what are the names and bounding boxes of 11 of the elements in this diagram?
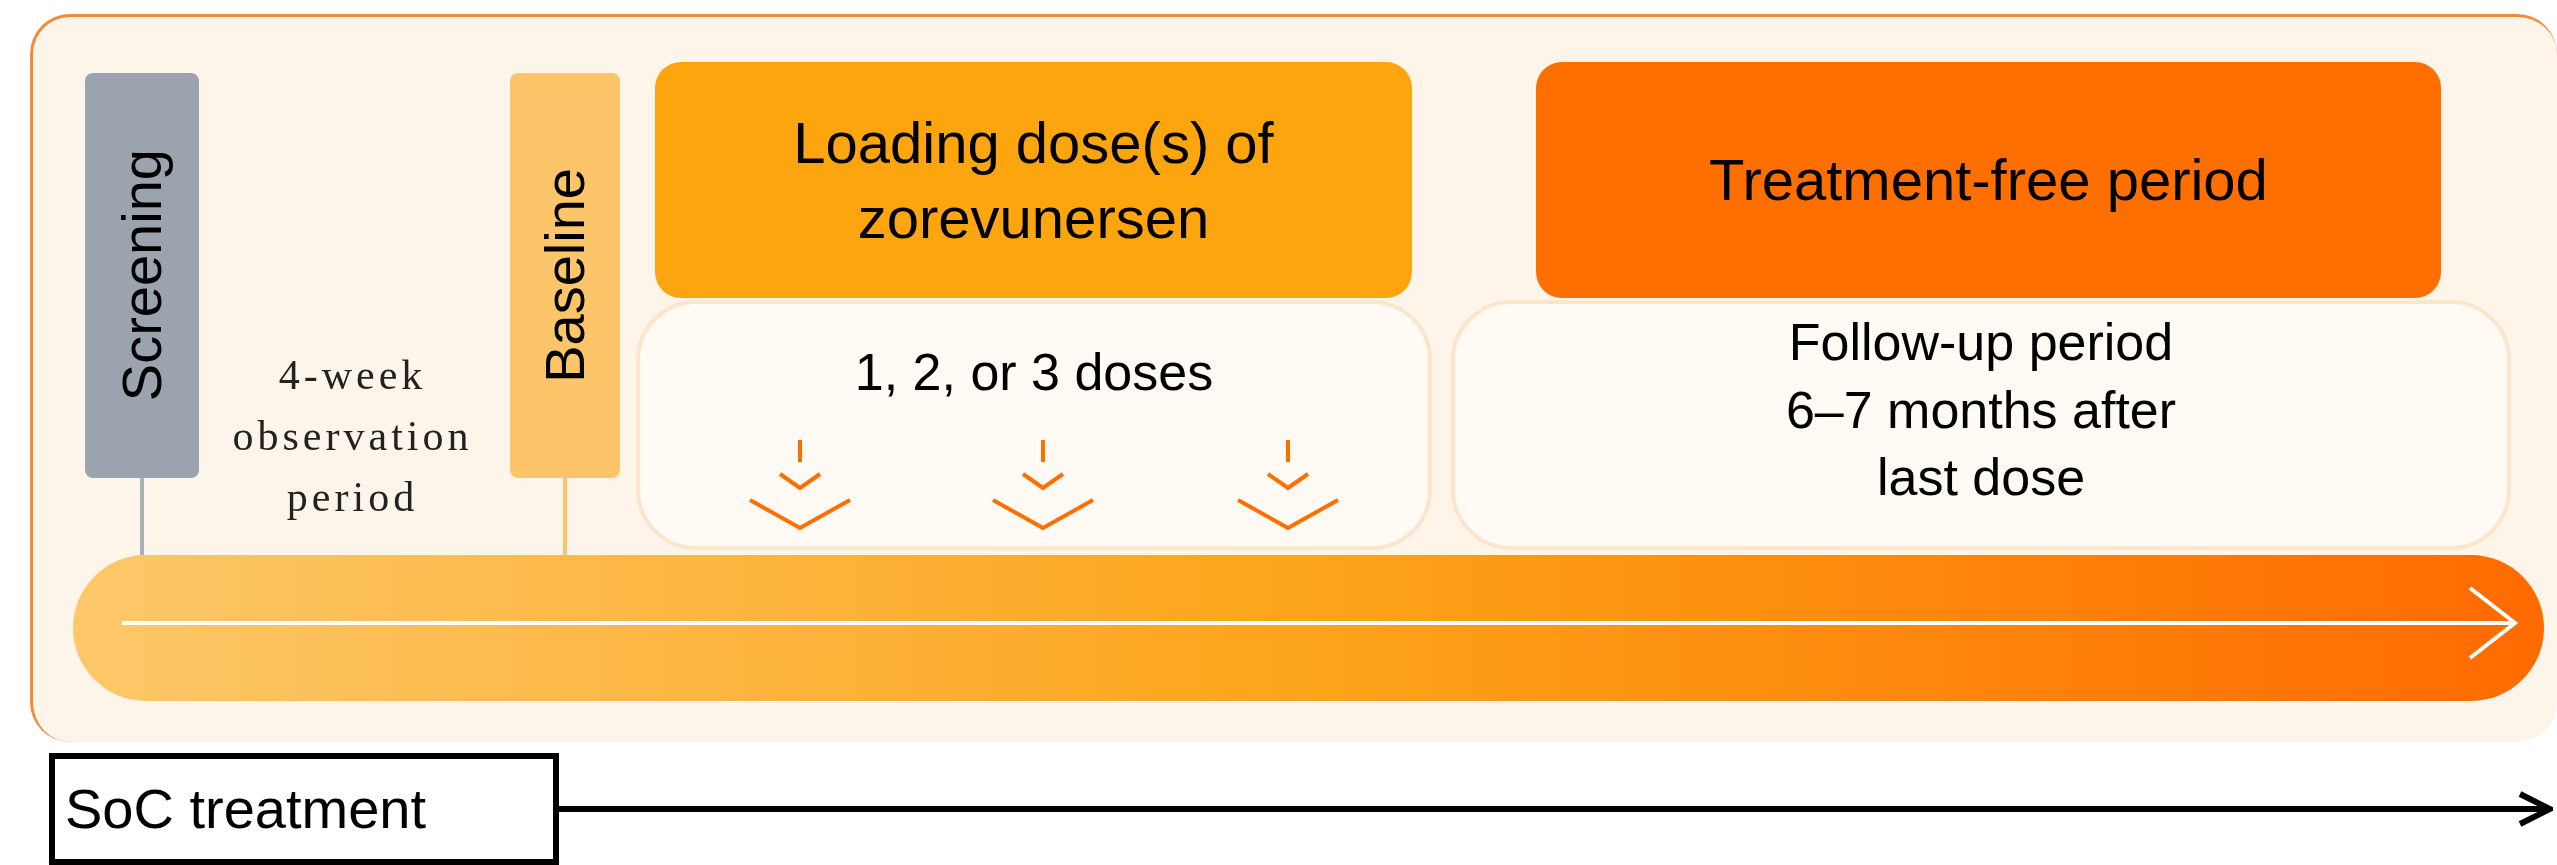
phase-label-box: Baseline bbox=[510, 73, 620, 478]
connector-line bbox=[140, 478, 144, 555]
phase-header-box: Treatment-free period bbox=[1536, 62, 2441, 298]
period-panel: 1, 2, or 3 doses bbox=[636, 300, 1432, 550]
arrow bbox=[559, 791, 2553, 827]
period-panel: Follow-up period 6–7 months after last dose bbox=[1451, 300, 2511, 550]
treatment-box: SoC treatment bbox=[49, 753, 559, 865]
period-label: 4-week observation period bbox=[231, 351, 474, 522]
phase-label-box: Screening bbox=[85, 73, 199, 478]
connector-line bbox=[563, 478, 567, 555]
phase-header-box: Loading dose(s) of zorevunersen bbox=[655, 62, 1412, 298]
